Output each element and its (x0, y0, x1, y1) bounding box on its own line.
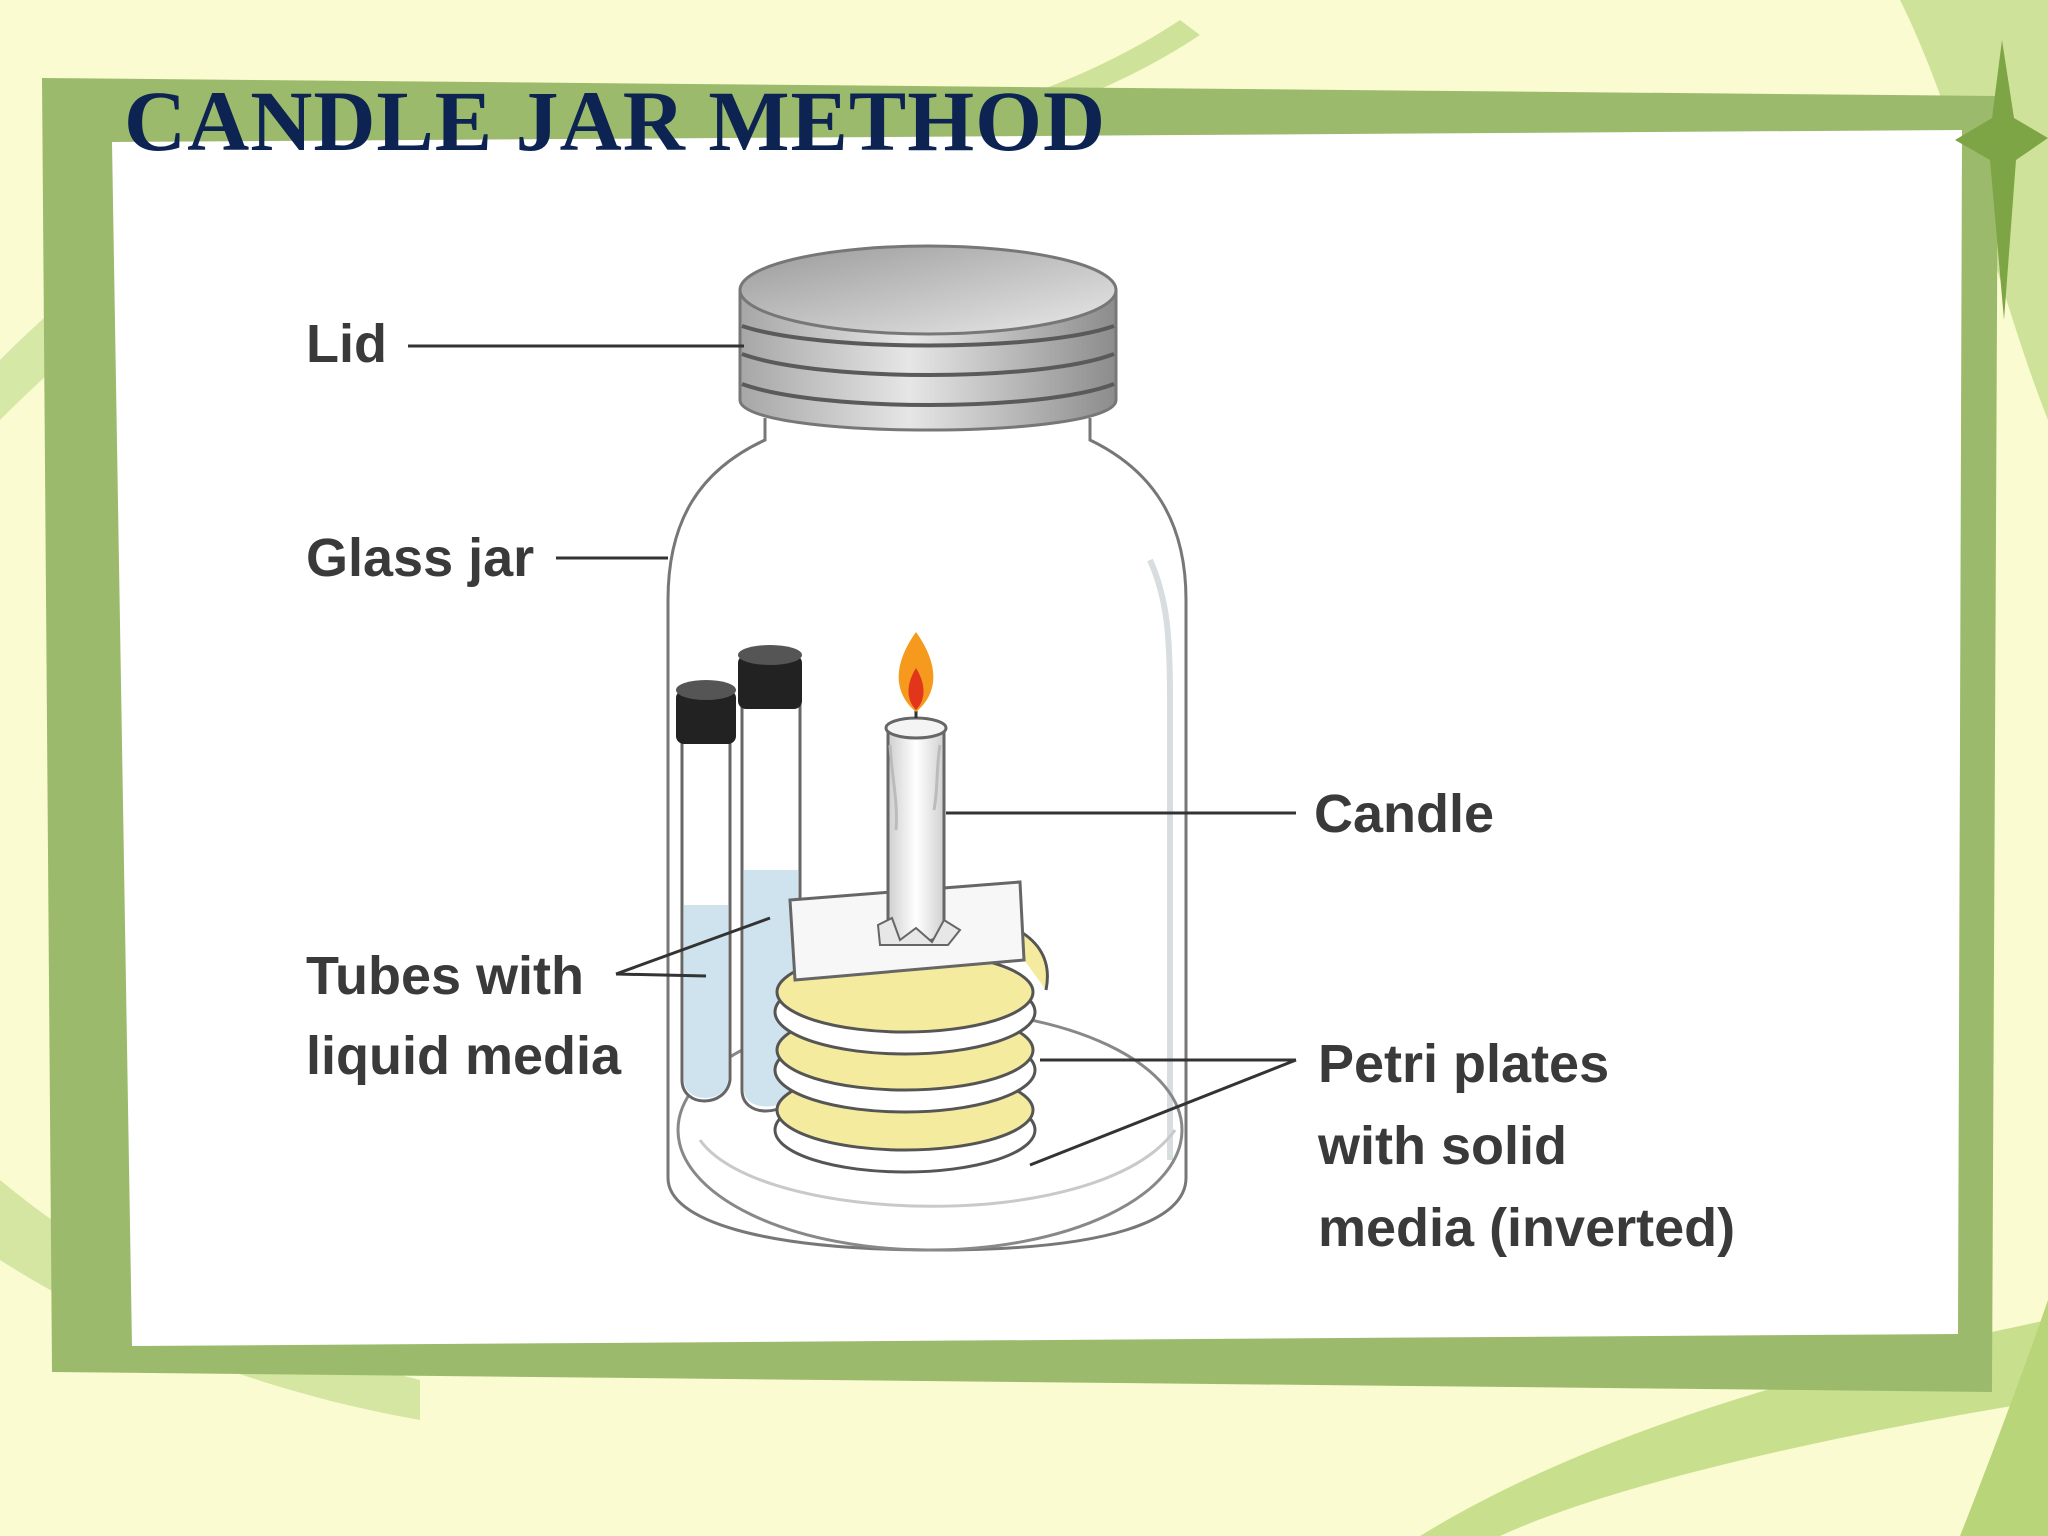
candle (876, 700, 962, 946)
label-petri-line3: media (inverted) (1318, 1198, 1735, 1258)
label-tubes-line1: Tubes with (306, 946, 584, 1006)
flame-icon (898, 632, 934, 712)
label-glass-jar: Glass jar (306, 528, 534, 588)
label-petri-line1: Petri plates (1318, 1034, 1609, 1094)
label-lid: Lid (306, 314, 387, 374)
label-candle: Candle (1314, 784, 1494, 844)
jar-lid (738, 244, 1118, 432)
test-tubes (676, 645, 802, 1113)
label-petri-line2: with solid (1317, 1116, 1567, 1176)
slide-title: CANDLE JAR METHOD (124, 73, 1107, 169)
label-tubes-line2: liquid media (306, 1026, 622, 1086)
leader-lines (408, 344, 1297, 1167)
